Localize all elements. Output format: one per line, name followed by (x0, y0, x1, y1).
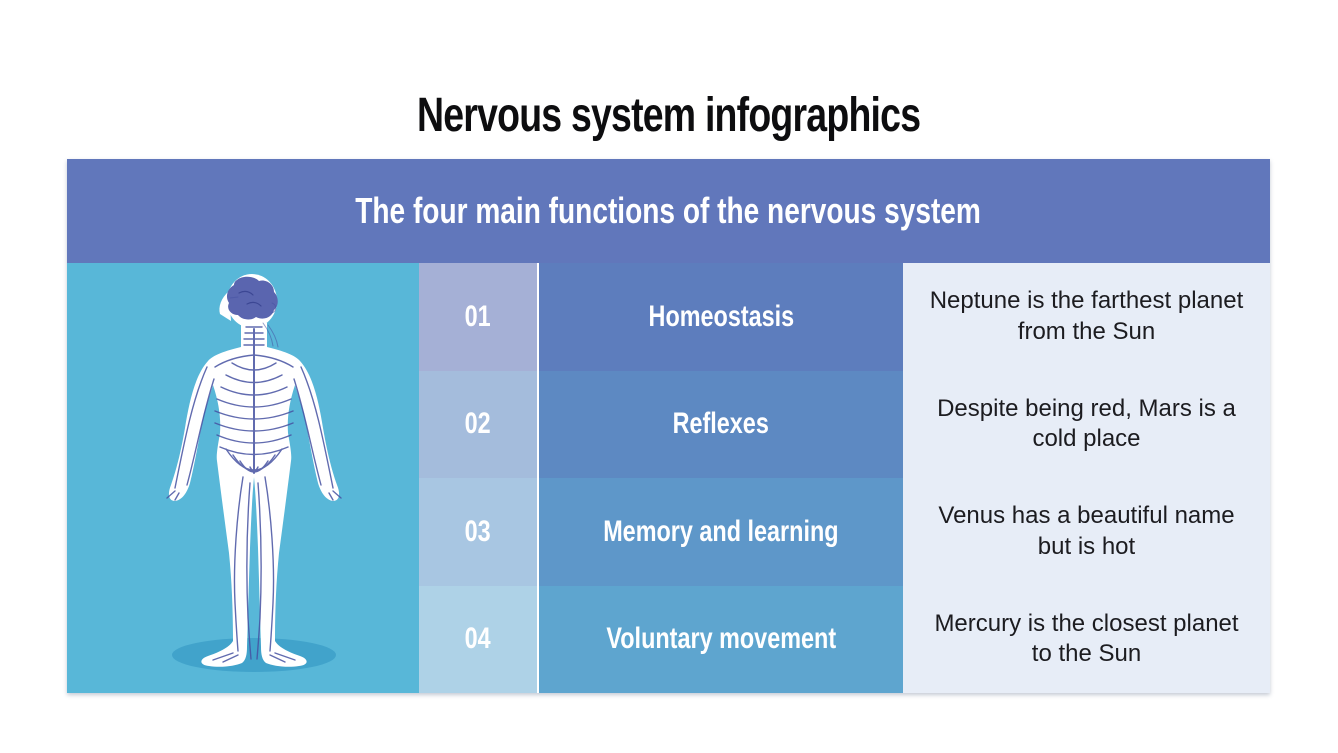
description-row-1: Neptune is the farthest planet from the … (929, 287, 1244, 345)
row-number-4: 04 (419, 585, 537, 693)
function-name-column: Homeostasis Reflexes Memory and learning… (539, 263, 903, 693)
column-divider (537, 263, 539, 693)
nerve-lines (166, 326, 342, 663)
description-row-2: Despite being red, Mars is a cold place (937, 394, 1236, 453)
floor-shadow (172, 638, 336, 672)
functions-table: The four main functions of the nervous s… (67, 159, 1270, 693)
table-header-label: The four main functions of the nervous s… (355, 190, 982, 231)
function-name-memory-and-learning: Memory and learning (539, 478, 903, 586)
function-name-reflexes: Reflexes (539, 370, 903, 478)
function-name-voluntary-movement: Voluntary movement (539, 585, 903, 693)
nervous-system-illustration (67, 263, 419, 693)
description-column: Neptune is the farthest planet from the … (903, 263, 1270, 693)
function-name-homeostasis: Homeostasis (539, 263, 903, 371)
table-header: The four main functions of the nervous s… (67, 159, 1270, 263)
page-title: Nervous system infographics (417, 89, 921, 143)
row-number-1: 01 (419, 263, 537, 371)
description-row-4: Mercury is the closest planet to the Sun (934, 609, 1239, 668)
description-row-3: Venus has a beautiful name but is hot (938, 502, 1235, 560)
row-number-3: 03 (419, 478, 537, 586)
row-number-2: 02 (419, 370, 537, 478)
face-detail (229, 296, 279, 348)
brain-icon (226, 276, 278, 320)
number-column: 01 02 03 04 (419, 263, 537, 693)
table-body: 01 02 03 04 Homeostasis Reflexes Memory … (67, 263, 1270, 693)
human-nervous-system-icon (166, 274, 342, 672)
